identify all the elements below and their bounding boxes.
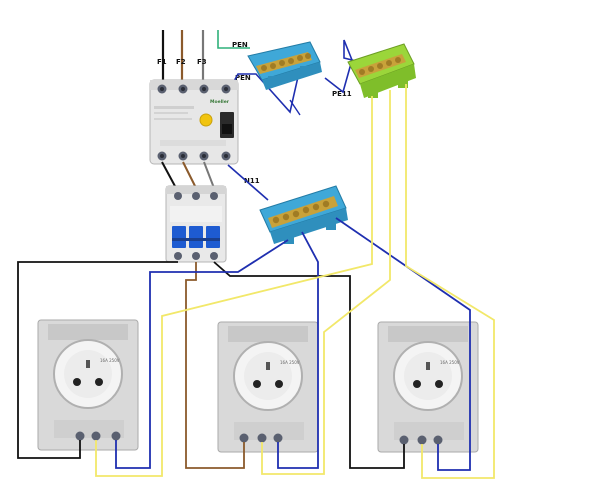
terminal-bar-icon-neutral-top <box>247 41 322 90</box>
terminal-bar-icon-neutral-mid <box>259 185 348 244</box>
label-f3: F3 <box>197 58 207 66</box>
socket-outlet-icon-1: 16A 250V <box>37 319 139 451</box>
label-f1: F1 <box>157 58 167 66</box>
label-f2: F2 <box>176 58 186 66</box>
terminal-bar-icon-pe <box>347 43 416 98</box>
label-pe: PE11 <box>332 90 352 98</box>
rcd-brand: Moeller <box>210 99 230 105</box>
label-pen-top: PEN <box>232 41 248 49</box>
label-pen-rcd: PEN <box>235 74 251 82</box>
label-n: N11 <box>244 177 260 185</box>
rcd-to-breaker-wires <box>161 161 215 189</box>
socket-rating-3: 16A 250V <box>440 360 460 365</box>
socket-rating-1: 16A 250V <box>100 358 120 363</box>
phase-wires <box>17 261 405 469</box>
neutral-wires <box>115 217 471 471</box>
pe-wires <box>95 84 495 479</box>
pen-bar-link <box>289 99 301 116</box>
circuit-breaker-icon <box>165 185 227 263</box>
socket-outlet-icon-3: 16A 250V <box>377 321 479 453</box>
rcd-switch-icon: Moeller <box>149 79 239 165</box>
socket-rating-2: 16A 250V <box>280 360 300 365</box>
socket-outlet-icon-2: 16A 250V <box>217 321 319 453</box>
